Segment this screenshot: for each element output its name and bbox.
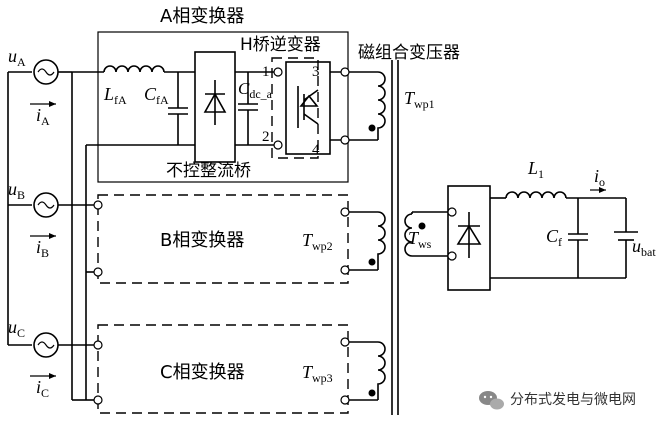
symbol-twp1: Twp1 bbox=[404, 88, 435, 111]
symbol-tws: Tws bbox=[408, 228, 432, 251]
current-arrows bbox=[30, 101, 56, 379]
transformer-core bbox=[391, 60, 399, 415]
wechat-icon bbox=[479, 391, 504, 410]
b-phase-wiring bbox=[86, 211, 386, 273]
symbol-ub: uB bbox=[8, 179, 25, 202]
label-uncontrolled-rectifier: 不控整流桥 bbox=[166, 161, 251, 181]
symbol-uc: uC bbox=[8, 317, 25, 340]
node-4-label: 4 bbox=[312, 142, 320, 158]
a-phase-nodes bbox=[273, 67, 350, 150]
c-phase-box bbox=[97, 324, 349, 414]
b-phase-box bbox=[97, 194, 349, 284]
node-1-label: 1 bbox=[262, 64, 270, 80]
symbol-twp2: Twp2 bbox=[302, 230, 333, 253]
ac-source-a bbox=[33, 59, 72, 85]
secondary-nodes bbox=[447, 207, 457, 261]
symbol-ic: iC bbox=[36, 377, 49, 400]
label-a-phase-converter: A相变换器 bbox=[160, 6, 244, 27]
label-b-phase-converter: B相变换器 bbox=[160, 230, 244, 251]
ac-source-c bbox=[33, 332, 98, 358]
symbol-io: io bbox=[594, 166, 605, 189]
symbol-ua: uA bbox=[8, 46, 26, 69]
node-2-label: 2 bbox=[262, 129, 270, 145]
c-phase-nodes bbox=[93, 337, 350, 405]
symbol-ubat: ubat bbox=[632, 236, 656, 259]
symbol-ia: iA bbox=[36, 105, 50, 128]
label-c-phase-converter: C相变换器 bbox=[160, 362, 245, 383]
ac-source-b bbox=[33, 192, 98, 218]
symbol-ib: iB bbox=[36, 237, 49, 260]
a-phase-wiring bbox=[72, 51, 378, 163]
secondary-side bbox=[404, 185, 638, 291]
symbol-l1: L1 bbox=[527, 158, 544, 181]
b-phase-nodes bbox=[93, 200, 350, 277]
symbol-cfa: CfA bbox=[144, 84, 169, 107]
twp1-winding bbox=[368, 71, 386, 140]
a-phase-box bbox=[97, 31, 349, 183]
node-3-label: 3 bbox=[312, 64, 320, 80]
c-phase-wiring bbox=[86, 341, 386, 401]
symbol-lfa: LfA bbox=[103, 84, 127, 107]
label-magnetic-transformer: 磁组合变压器 bbox=[358, 43, 460, 63]
label-h-bridge-inverter: H桥逆变器 bbox=[240, 35, 321, 55]
watermark-text: 分布式发电与微电网 bbox=[510, 392, 636, 408]
symbol-cf: Cf bbox=[546, 226, 562, 249]
watermark: 分布式发电与微电网 bbox=[479, 391, 636, 410]
symbol-cdc-a: Cdc_a bbox=[238, 79, 273, 101]
symbol-twp3: Twp3 bbox=[302, 362, 333, 385]
